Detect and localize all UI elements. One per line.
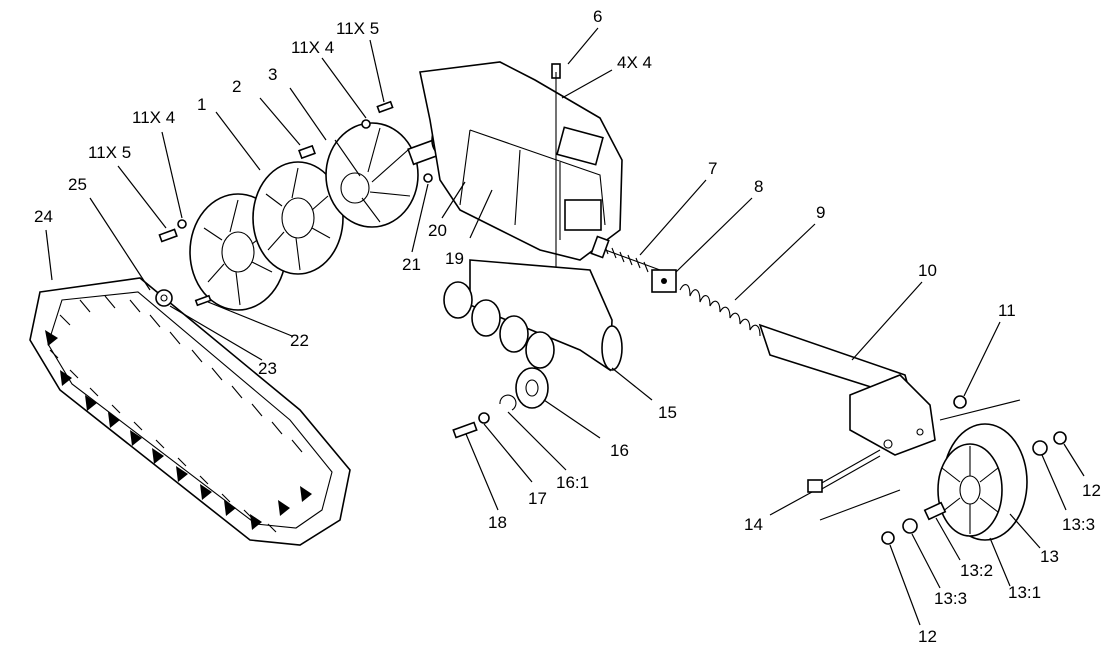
idler-wheel-16 [515,367,549,409]
callout-13-3-bottom: 13:3 [934,589,967,608]
track-frame [419,61,623,310]
callout-23: 23 [258,359,277,378]
callout-4x4: 4X 4 [617,53,652,72]
callout-labels: 6 4X 4 11X 5 11X 4 3 2 1 11X 4 11X 5 25 … [34,7,1101,646]
fastener-group [155,63,561,307]
block-8 [651,269,677,293]
callout-18: 18 [488,513,507,532]
bolt-14 [807,449,881,493]
callout-10: 10 [918,261,937,280]
callout-11x5-top: 11X 5 [336,19,379,38]
callout-11x4-top: 11X 4 [291,38,334,57]
tension-rod-7 [590,235,661,273]
hub-flange [325,122,419,228]
idler-wheel-13 [937,423,1028,541]
rubber-track [29,277,351,546]
callout-3: 3 [268,65,277,84]
callout-22: 22 [290,331,309,350]
callout-14: 14 [744,515,763,534]
tension-arm-10 [758,323,936,456]
callout-13-1: 13:1 [1008,583,1041,602]
callout-12-bottom: 12 [918,627,937,646]
sprocket-plate-inner [252,161,344,275]
callout-15: 15 [658,403,677,422]
bolt-18-washer-17-ring-16-1 [452,394,517,439]
callout-19: 19 [445,249,464,268]
callout-11x4-left: 11X 4 [132,108,175,127]
callout-24: 24 [34,207,53,226]
callout-12-right: 12 [1082,481,1101,500]
callout-11: 11 [998,301,1016,320]
callout-2: 2 [232,77,241,96]
callout-13-2: 13:2 [960,561,993,580]
callout-13: 13 [1040,547,1059,566]
guide-lines [819,399,1021,521]
bogie-frame [443,259,623,372]
callout-11x5-left: 11X 5 [88,143,131,162]
callout-17: 17 [528,489,547,508]
callout-20: 20 [428,221,447,240]
callout-25: 25 [68,175,87,194]
spring-9 [679,284,761,337]
callout-16: 16 [610,441,629,460]
callout-16-1: 16:1 [556,473,589,492]
callout-13-3-right: 13:3 [1062,515,1095,534]
callout-9: 9 [816,203,825,222]
callout-1: 1 [197,95,206,114]
callout-21: 21 [402,255,421,274]
callout-8: 8 [754,177,763,196]
nut-11 [953,395,967,409]
callout-7: 7 [708,159,717,178]
callout-6: 6 [593,7,602,26]
leader-lines [45,27,1085,626]
wheel-hardware [881,431,1067,545]
